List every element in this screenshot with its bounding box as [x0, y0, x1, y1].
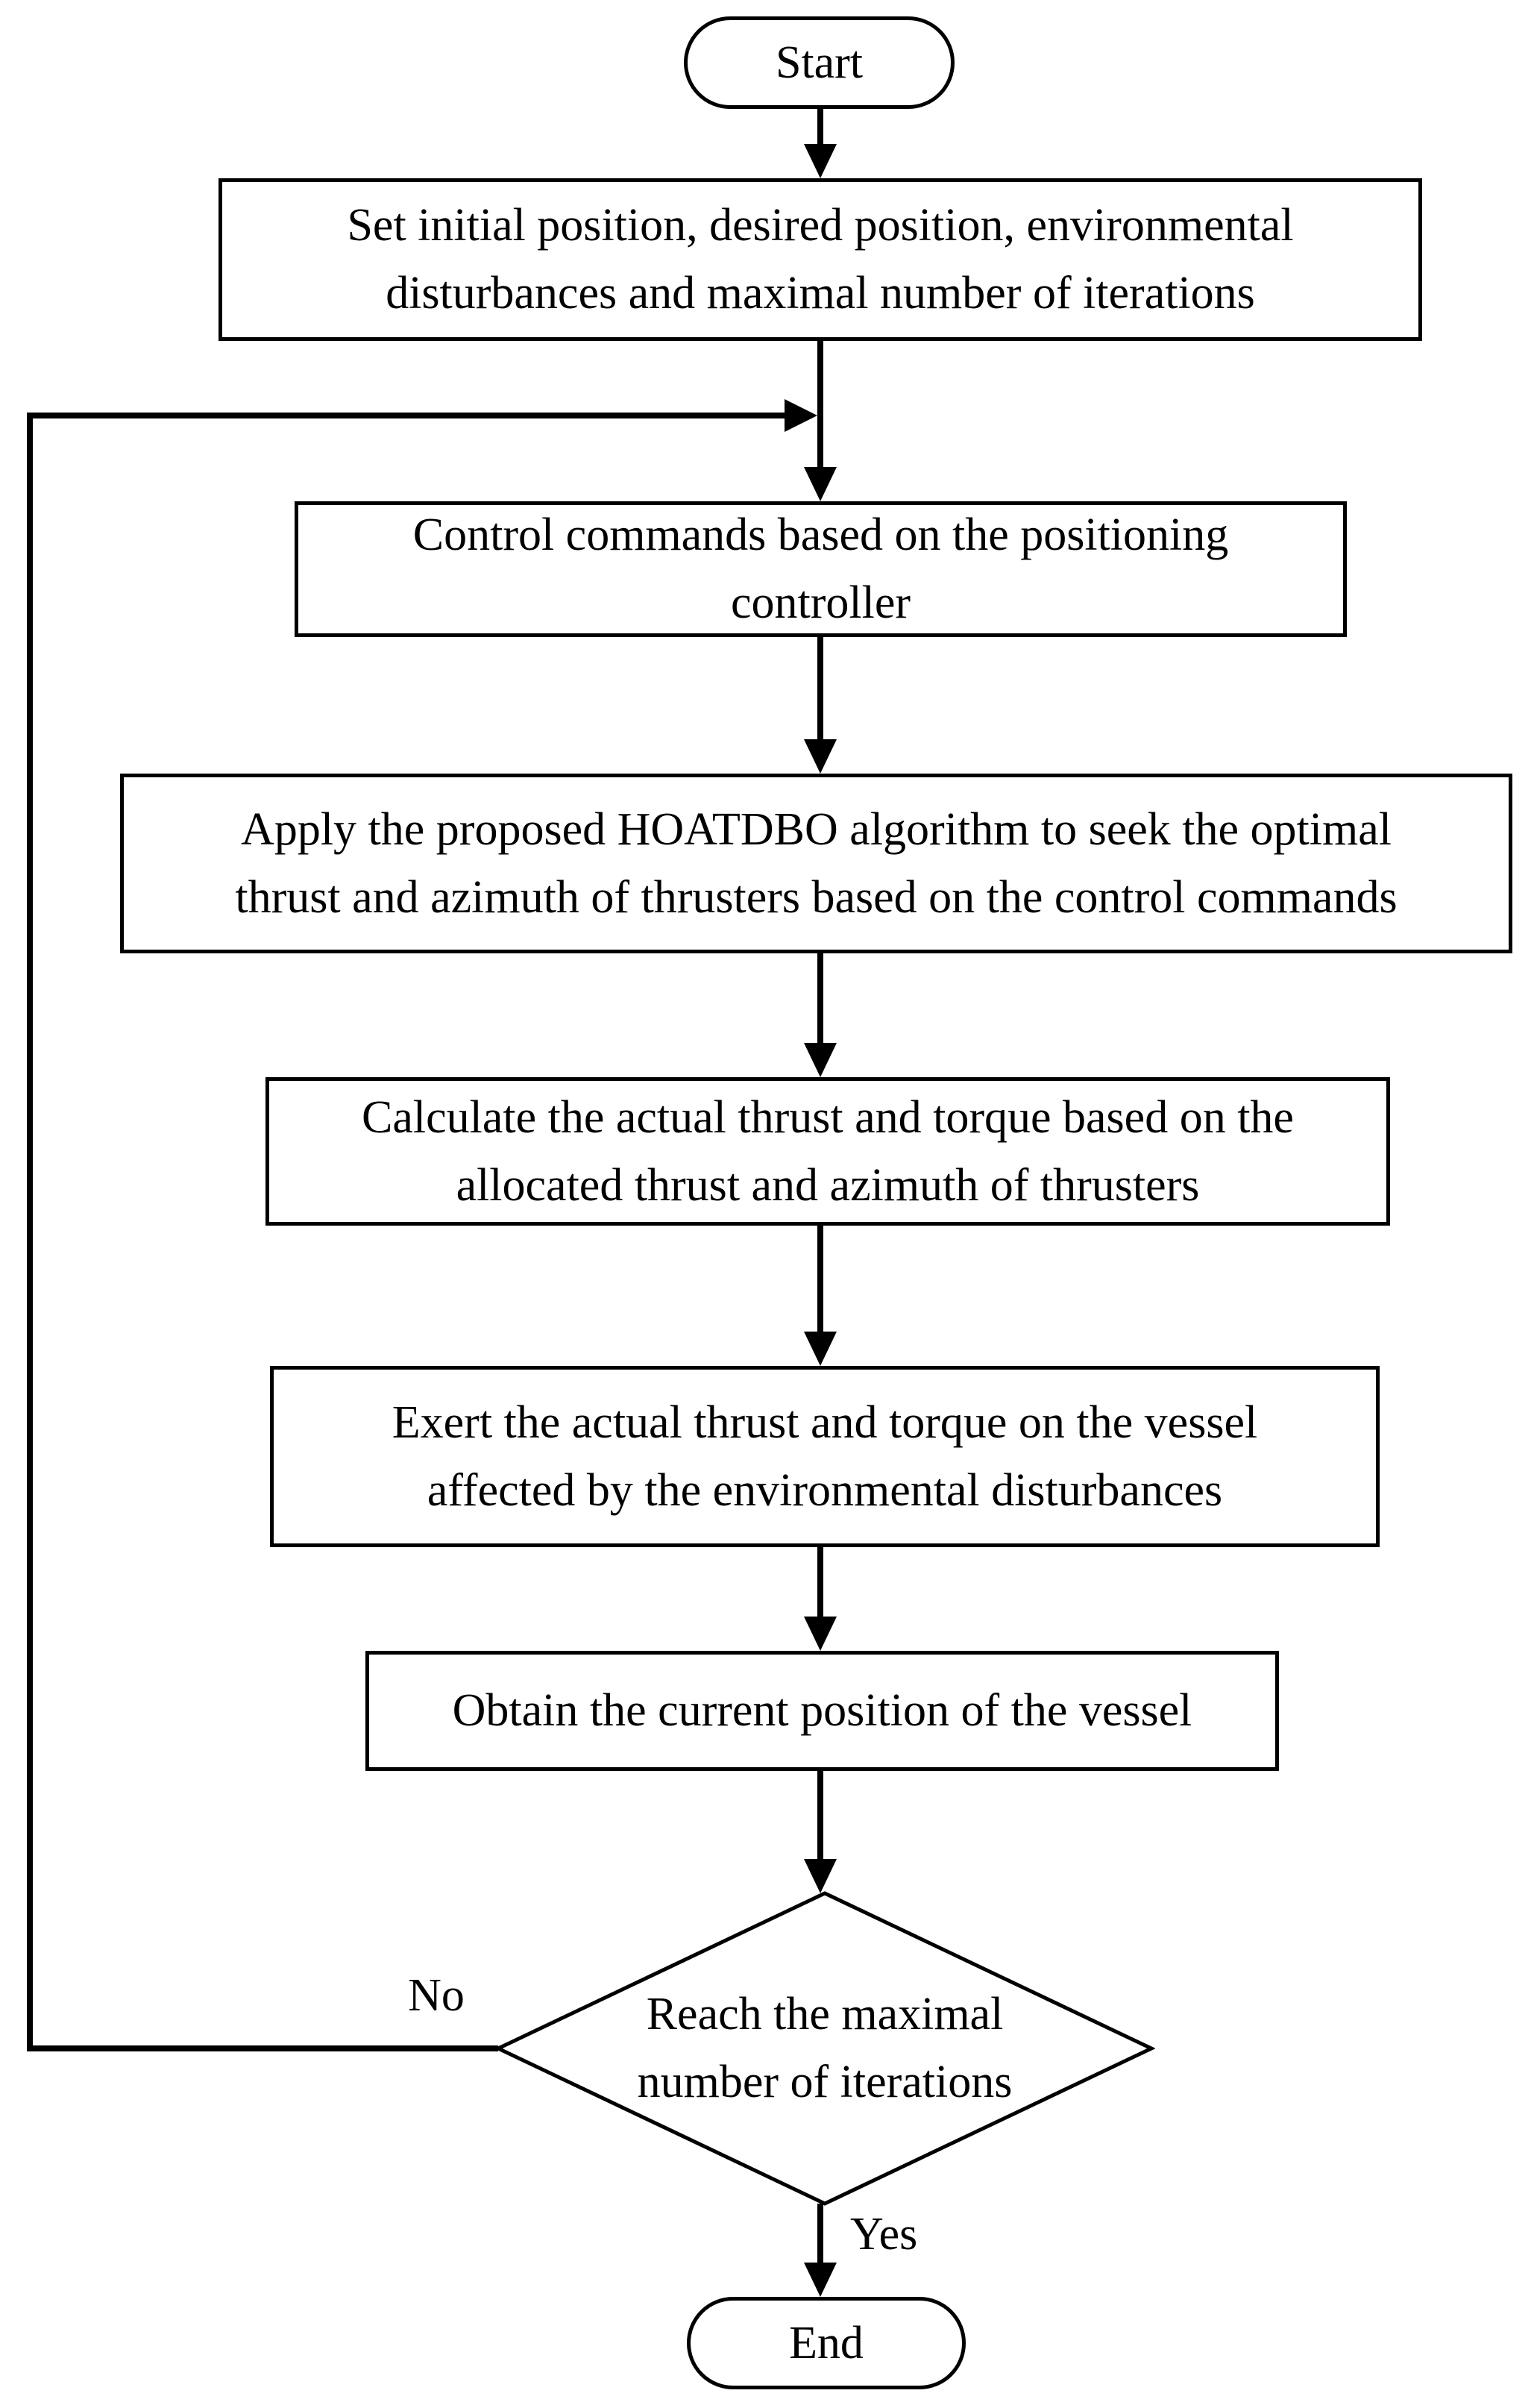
- arrowhead-down-icon: [804, 1617, 837, 1651]
- process-text-line: Calculate the actual thrust and torque b…: [362, 1091, 1294, 1143]
- arrowhead-down-icon: [804, 2263, 837, 2297]
- arrowhead-down-icon: [804, 144, 837, 178]
- connector-control-to-hoatdbo: [817, 637, 823, 742]
- end-label: End: [789, 2317, 864, 2368]
- decision-text-line: number of iterations: [637, 2057, 1013, 2107]
- process-text-line: affected by the environmental disturbanc…: [427, 1464, 1223, 1516]
- process-text-line: thrust and azimuth of thrusters based on…: [235, 871, 1398, 923]
- start-label: Start: [775, 37, 864, 88]
- connector-init-to-control: [817, 341, 823, 470]
- feedback-line-bottom: [27, 2045, 498, 2051]
- arrowhead-down-icon: [804, 1332, 837, 1366]
- arrowhead-down-icon: [804, 1859, 837, 1893]
- decision-text-line: Reach the maximal: [646, 1989, 1004, 2039]
- branch-label-no: No: [408, 1970, 465, 2021]
- process-box-exert-thrust: Exert the actual thrust and torque on th…: [270, 1366, 1380, 1547]
- arrowhead-right-icon: [785, 399, 817, 432]
- process-text-line: Control commands based on the positionin…: [412, 509, 1229, 560]
- end-terminal: End: [687, 2297, 966, 2389]
- process-text-line: Set initial position, desired position, …: [347, 200, 1294, 251]
- connector-hoatdbo-to-calculate: [817, 953, 823, 1046]
- process-box-calculate-thrust: Calculate the actual thrust and torque b…: [265, 1077, 1390, 1226]
- feedback-line-vertical: [27, 413, 33, 2051]
- connector-decision-to-end: [817, 2204, 823, 2266]
- process-text-line: Obtain the current position of the vesse…: [452, 1685, 1192, 1736]
- process-text-line: controller: [730, 577, 911, 628]
- connector-exert-to-obtain: [817, 1547, 823, 1620]
- start-terminal: Start: [684, 16, 955, 109]
- process-box-control-commands: Control commands based on the positionin…: [295, 501, 1347, 637]
- decision-text: Reach the maximal number of iterations: [526, 1981, 1123, 2116]
- arrowhead-down-icon: [804, 1043, 837, 1077]
- arrowhead-down-icon: [804, 467, 837, 501]
- process-text-line: Apply the proposed HOATDBO algorithm to …: [241, 803, 1392, 855]
- feedback-line-top: [27, 413, 789, 418]
- process-text-line: allocated thrust and azimuth of thruster…: [456, 1159, 1200, 1211]
- connector-obtain-to-decision: [817, 1771, 823, 1862]
- process-box-obtain-position: Obtain the current position of the vesse…: [365, 1651, 1279, 1771]
- process-box-hoatdbo-algorithm: Apply the proposed HOATDBO algorithm to …: [120, 774, 1512, 953]
- process-box-set-initial: Set initial position, desired position, …: [219, 178, 1422, 341]
- arrowhead-down-icon: [804, 739, 837, 774]
- process-text-line: disturbances and maximal number of itera…: [386, 268, 1255, 319]
- decision-diamond: [494, 1891, 1155, 2206]
- process-text-line: Exert the actual thrust and torque on th…: [392, 1396, 1258, 1448]
- connector-start-to-init: [817, 109, 823, 151]
- branch-label-yes: Yes: [850, 2209, 918, 2260]
- connector-calculate-to-exert: [817, 1226, 823, 1335]
